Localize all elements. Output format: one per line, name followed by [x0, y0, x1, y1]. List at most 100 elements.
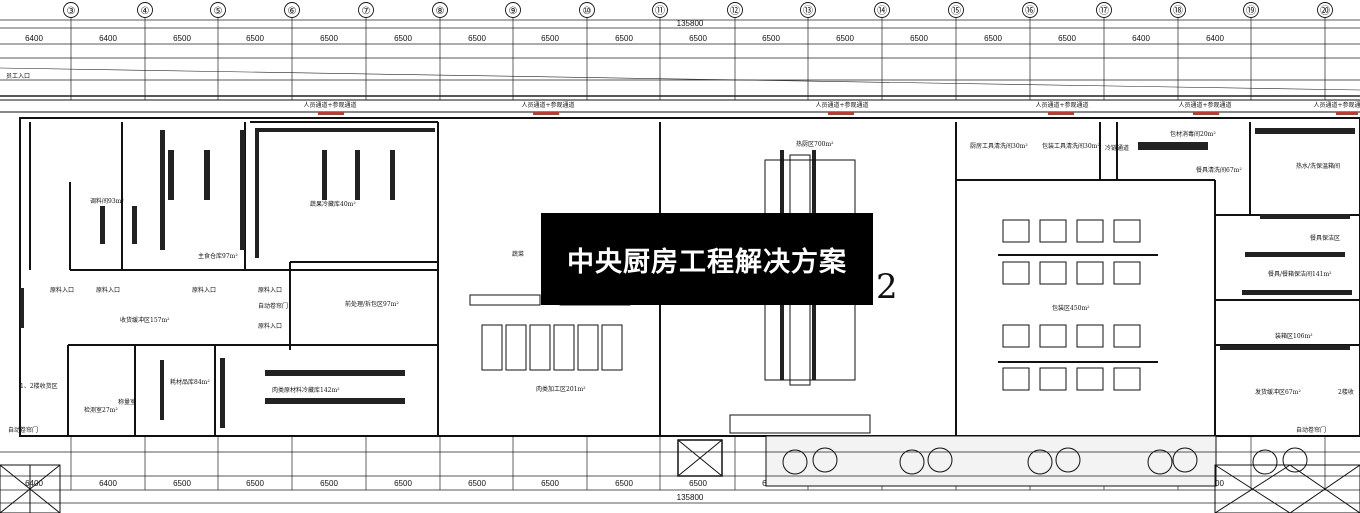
axis-label: ⑨: [509, 6, 518, 17]
room-inspection: 检测室27m²: [84, 406, 118, 414]
top-span-dimensions: 6400 6400 6500 6500 6500 6500 6500 6500 6500 6500…: [25, 34, 1224, 43]
top-span-dimension: 6400: [99, 34, 117, 43]
axis-label: ⑳: [1320, 5, 1330, 17]
packing-table: [1076, 367, 1104, 391]
axis-bubble: [1170, 2, 1186, 18]
axis-bubble: [652, 2, 668, 18]
corridor-arrows: [318, 112, 1358, 115]
packing-table: [1113, 219, 1141, 243]
axis-label: ⑲: [1246, 5, 1256, 17]
top-span-dimension: 6500: [541, 34, 559, 43]
total-dimension-bottom: 135800: [677, 493, 704, 502]
landscape-strip: [677, 435, 1308, 487]
top-span-dimension: 6500: [762, 34, 780, 43]
top-span-dimension: 6500: [394, 34, 412, 43]
room-veg-cold: 蔬果冷藏库40m²: [310, 200, 356, 208]
raw-entrance-5: 原料入口: [258, 322, 282, 330]
room-hot-kitchen: 热厨区700m²: [796, 140, 834, 148]
room-veg-process: 蔬菜: [512, 250, 524, 258]
top-dimension-group: [0, 19, 1360, 97]
raw-entrance-1: 原料入口: [50, 286, 74, 294]
axis-bubble: [1243, 2, 1259, 18]
axis-label: ⑫: [730, 5, 740, 17]
axis-label: ⑧: [436, 6, 445, 17]
axis-bubble: [1096, 2, 1112, 18]
axis-bubble: [948, 2, 964, 18]
top-span-dimension: 6500: [984, 34, 1002, 43]
auto-door-right-label: 自动卷帘门: [1296, 426, 1326, 434]
corridor-label-6: 人员通道+参观通道: [1313, 101, 1360, 109]
raw-entrance-4: 原料入口: [258, 286, 282, 294]
page-title: 中央厨房工程解决方案: [567, 246, 847, 278]
packing-table: [1002, 367, 1030, 391]
bottom-span-dimension: 6500: [320, 479, 338, 488]
top-span-dimension: 6500: [320, 34, 338, 43]
room-staple-store: 主食仓库97m²: [198, 252, 238, 260]
axis-label: ⑭: [877, 5, 887, 17]
room-tool-wash-2: 包装工具清洗间30m²: [1042, 142, 1100, 150]
packing-table: [1076, 261, 1104, 285]
axis-label: ⑦: [362, 6, 371, 17]
axis-label: ⑮: [951, 5, 961, 17]
bottom-span-dimension: 6400: [99, 479, 117, 488]
axis-label: ⑥: [288, 6, 297, 17]
room-disinfect: 包材消毒间20m²: [1170, 130, 1216, 138]
top-span-dimension: 6500: [615, 34, 633, 43]
axis-label: ⑤: [214, 6, 223, 17]
top-span-dimension: 6400: [1206, 34, 1224, 43]
top-span-dimension: 6500: [910, 34, 928, 43]
axis-bubble: [137, 2, 153, 18]
axis-bubble: [727, 2, 743, 18]
room-dispatch: 发货缓冲区67m²: [1255, 388, 1301, 396]
packing-table: [1039, 219, 1067, 243]
axis-label: ④: [141, 6, 150, 17]
axis-label: ⑩: [583, 6, 592, 17]
top-span-dimension: 6500: [246, 34, 264, 43]
packing-table: [1076, 324, 1104, 348]
total-dimension-top: 135800: [677, 19, 704, 28]
packing-table: [1039, 367, 1067, 391]
room-pre-process: 前处理/拆包区97m²: [345, 300, 399, 308]
room-consumables: 耗材品库84m²: [170, 378, 210, 386]
corridor-label-5: 人员通道+参观通道: [1178, 101, 1231, 109]
meat-processing-equipment: [469, 294, 631, 371]
bottom-span-dimension: 6500: [394, 479, 412, 488]
bottom-span-dimension: 6500: [689, 479, 707, 488]
room-cool: 热水/洗保温箱间: [1296, 162, 1340, 170]
top-span-dimension: 6500: [1058, 34, 1076, 43]
room-misc-2f: 2楼收: [1338, 388, 1354, 396]
top-span-dimension: 6400: [1132, 34, 1150, 43]
axis-bubble: [210, 2, 226, 18]
truck-docks: [0, 464, 1360, 513]
packing-table: [1113, 367, 1141, 391]
packing-table: [1076, 219, 1104, 243]
bottom-dimension-group: [0, 451, 1360, 504]
raw-entrance-2: 原料入口: [96, 286, 120, 294]
staff-entrance-label: 员工入口: [6, 73, 30, 80]
axis-bubble: [63, 2, 79, 18]
packing-table: [1002, 261, 1030, 285]
axis-bubble: [579, 2, 595, 18]
auto-door-left-label: 自动卷帘门: [8, 426, 38, 434]
axis-label: ⑬: [803, 5, 813, 17]
room-wash: 餐具清洗间67m²: [1196, 166, 1242, 174]
packing-tables: [1002, 219, 1141, 391]
room-meat-cold: 肉类原材料冷藏库142m²: [272, 386, 340, 394]
top-span-dimension: 6500: [173, 34, 191, 43]
bottom-span-dimension: 6400: [25, 479, 43, 488]
room-tool-wash-1: 厨房工具清洗间30m²: [970, 142, 1028, 150]
room-weighing: 称量室: [118, 398, 136, 406]
room-cold-pass: 冷链通道: [1105, 144, 1129, 152]
bottom-span-dimension: 6500: [541, 479, 559, 488]
bottom-span-dimension: 6500: [615, 479, 633, 488]
bottom-span-dimension: 6500: [173, 479, 191, 488]
packing-table: [1002, 219, 1030, 243]
packing-table: [1002, 324, 1030, 348]
axis-bubble: [1022, 2, 1038, 18]
top-span-dimension: 6500: [468, 34, 486, 43]
packing-table: [1039, 261, 1067, 285]
bottom-span-dimension: 6500: [468, 479, 486, 488]
room-tableware: 餐具保洁区: [1310, 234, 1340, 242]
